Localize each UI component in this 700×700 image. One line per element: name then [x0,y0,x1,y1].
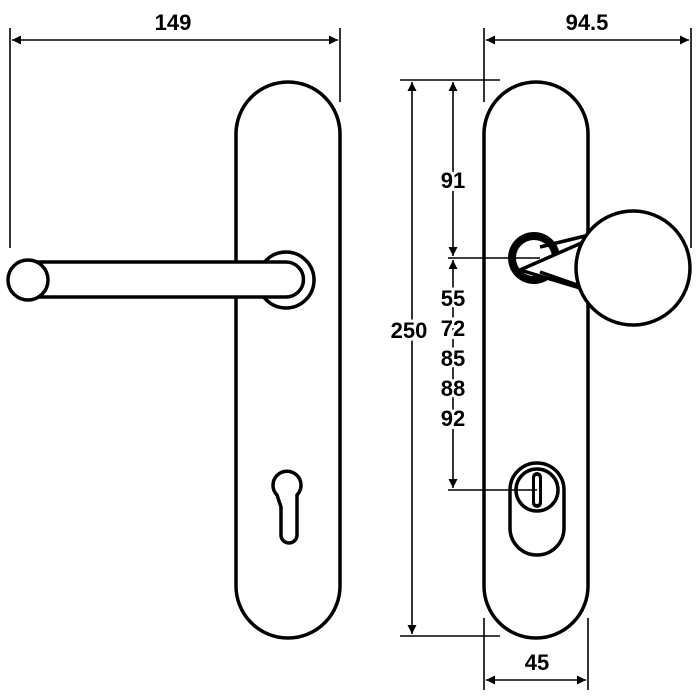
lever-bar [28,260,306,299]
distance-option: 92 [441,406,465,431]
dim-label-149: 149 [155,10,192,35]
right-view: 94.5 250 91 55 72 85 88 92 45 [388,10,692,690]
distance-option: 72 [441,316,465,341]
left-view: 149 [6,10,342,640]
left-backplate [234,80,342,640]
dim-label-91: 91 [441,168,465,193]
distance-option: 85 [441,346,465,371]
left-cylinder-keyhole [271,469,303,545]
distance-options-labels: 55 72 85 88 92 [438,283,468,434]
dim-label-250: 250 [391,318,428,343]
distance-option: 55 [441,286,465,311]
dim-label-94: 94.5 [566,10,609,35]
distance-option: 88 [441,376,465,401]
knob-ball [574,209,692,327]
dim-label-45: 45 [525,650,549,675]
lever-tip-end [6,258,50,302]
